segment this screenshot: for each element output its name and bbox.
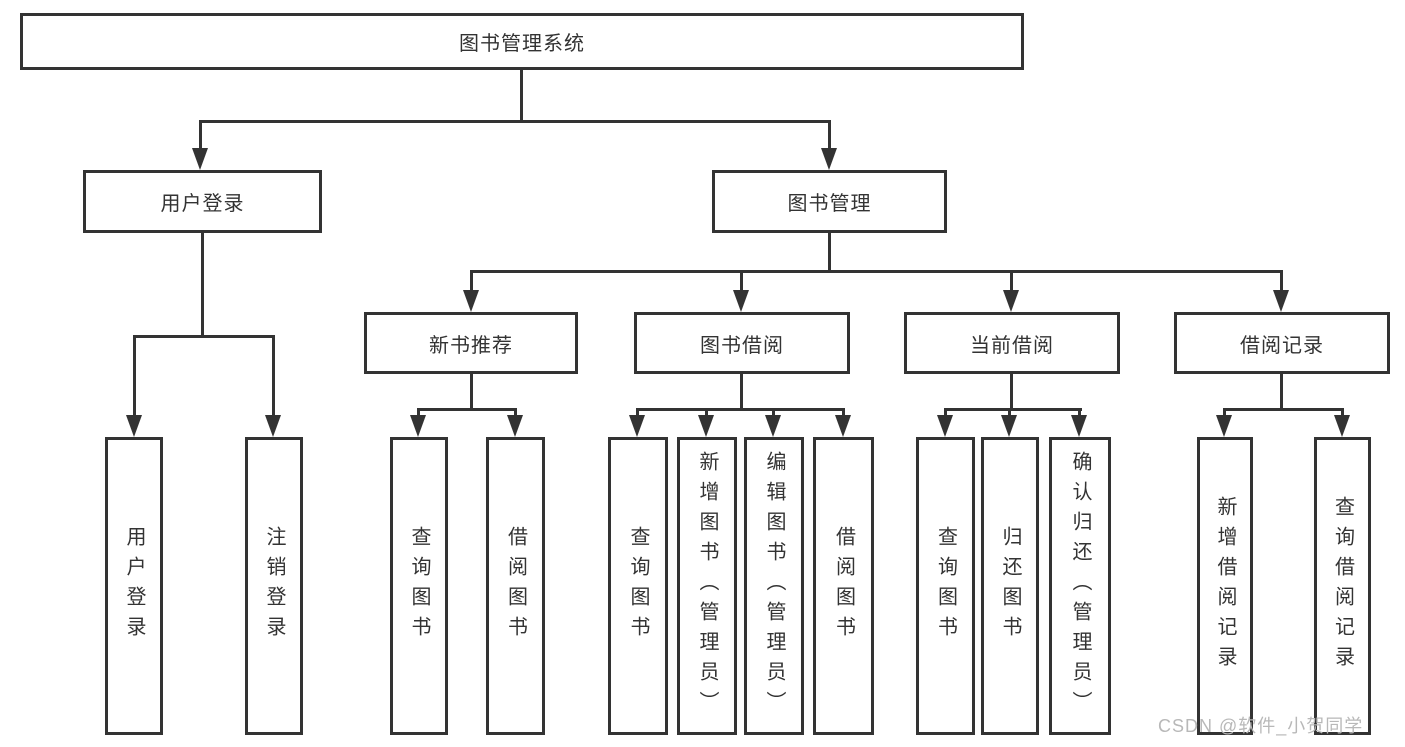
- connector-book-mgmt-bar-line: [470, 270, 1283, 273]
- node-book-management: 图书管理: [712, 170, 947, 233]
- connector-recommend-drop1-line: [417, 411, 420, 416]
- arrow-down-icon: [1216, 415, 1232, 437]
- connector-root-drop-right-line: [828, 123, 831, 150]
- connector-book-mgmt-drop1-line: [470, 273, 473, 290]
- node-label: 用户登录: [123, 526, 145, 646]
- node-new-book-recommendation: 新书推荐: [364, 312, 578, 374]
- node-library-management-system: 图书管理系统: [20, 13, 1024, 70]
- node-add-borrow-record: 新增借阅记录: [1197, 437, 1253, 735]
- arrow-down-icon: [1334, 415, 1350, 437]
- node-edit-books-admin: 编辑图书（管理员）: [744, 437, 804, 735]
- arrow-down-icon: [507, 415, 523, 437]
- connector-records-trunk-line: [1280, 374, 1283, 408]
- connector-borrowing-drop2-line: [705, 411, 708, 416]
- node-label: 新书推荐: [429, 334, 513, 357]
- connector-user-login-trunk-line: [201, 233, 204, 335]
- node-label: 当前借阅: [970, 334, 1054, 357]
- node-label: 借阅记录: [1240, 334, 1324, 357]
- node-query-borrow-record: 查询借阅记录: [1314, 437, 1371, 735]
- arrow-down-icon: [126, 415, 142, 437]
- connector-borrowing-drop1-line: [636, 411, 639, 416]
- node-borrowing-records: 借阅记录: [1174, 312, 1390, 374]
- arrow-down-icon: [265, 415, 281, 437]
- node-label: 查询借阅记录: [1331, 496, 1354, 676]
- arrow-down-icon: [1003, 290, 1019, 312]
- arrow-down-icon: [937, 415, 953, 437]
- connector-root-bar-line: [199, 120, 831, 123]
- node-label: 新增图书（管理员）: [696, 451, 718, 721]
- arrow-down-icon: [821, 148, 837, 170]
- connector-borrowing-trunk-line: [740, 374, 743, 408]
- connector-recommend-bar-line: [417, 408, 517, 411]
- connector-user-login-drop2-line: [272, 338, 275, 415]
- node-label: 注销登录: [263, 526, 285, 646]
- arrow-down-icon: [1071, 415, 1087, 437]
- connector-current-trunk-line: [1010, 374, 1013, 408]
- arrow-down-icon: [1273, 290, 1289, 312]
- node-label: 用户登录: [160, 193, 245, 215]
- arrow-down-icon: [698, 415, 714, 437]
- connector-root-trunk-line: [520, 70, 523, 123]
- node-label: 新增借阅记录: [1214, 496, 1236, 676]
- arrow-down-icon: [835, 415, 851, 437]
- arrow-down-icon: [733, 290, 749, 312]
- arrow-down-icon: [629, 415, 645, 437]
- arrow-down-icon: [463, 290, 479, 312]
- connector-current-bar-line: [944, 408, 1082, 411]
- arrow-down-icon: [1001, 415, 1017, 437]
- node-book-borrowing: 图书借阅: [634, 312, 850, 374]
- node-label: 图书管理: [787, 193, 872, 215]
- node-label: 确认归还（管理员）: [1069, 451, 1091, 721]
- connector-user-login-drop1-line: [133, 338, 136, 415]
- connector-recommend-trunk-line: [470, 374, 473, 408]
- node-user-login-leaf: 用户登录: [105, 437, 163, 735]
- arrow-down-icon: [410, 415, 426, 437]
- connector-book-mgmt-drop4-line: [1280, 273, 1283, 290]
- arrow-down-icon: [192, 148, 208, 170]
- connector-records-drop2-line: [1341, 411, 1344, 416]
- node-query-books-borrowing: 查询图书: [608, 437, 668, 735]
- node-label: 图书管理系统: [459, 33, 585, 55]
- connector-current-drop3-line: [1078, 411, 1081, 416]
- node-label: 查询图书: [408, 526, 430, 646]
- arrow-down-icon: [765, 415, 781, 437]
- node-query-books-current: 查询图书: [916, 437, 975, 735]
- connector-records-bar-line: [1223, 408, 1344, 411]
- connector-book-mgmt-drop3-line: [1010, 273, 1013, 290]
- node-label: 编辑图书（管理员）: [763, 451, 785, 721]
- node-label: 查询图书: [627, 526, 649, 646]
- node-label: 借阅图书: [832, 526, 855, 646]
- node-label: 图书借阅: [700, 334, 784, 357]
- node-return-books: 归还图书: [981, 437, 1039, 735]
- node-label: 查询图书: [934, 526, 957, 646]
- connector-records-drop1-line: [1223, 411, 1226, 416]
- node-borrow-books-borrowing: 借阅图书: [813, 437, 874, 735]
- node-logout: 注销登录: [245, 437, 303, 735]
- node-add-books-admin: 新增图书（管理员）: [677, 437, 737, 735]
- connector-book-mgmt-trunk-line: [828, 233, 831, 270]
- node-label: 归还图书: [999, 526, 1021, 646]
- node-current-borrowing: 当前借阅: [904, 312, 1120, 374]
- node-borrow-books-recommend: 借阅图书: [486, 437, 545, 735]
- connector-borrowing-drop4-line: [842, 411, 845, 416]
- connector-book-mgmt-drop2-line: [740, 273, 743, 290]
- node-query-books-recommend: 查询图书: [390, 437, 448, 735]
- node-confirm-return-admin: 确认归还（管理员）: [1049, 437, 1111, 735]
- csdn-watermark: CSDN @软件_小贺同学: [1158, 716, 1364, 736]
- connector-borrowing-drop3-line: [772, 411, 775, 416]
- node-label: 借阅图书: [504, 526, 527, 646]
- connector-current-drop1-line: [944, 411, 947, 416]
- node-user-login: 用户登录: [83, 170, 322, 233]
- connector-current-drop2-line: [1008, 411, 1011, 416]
- connector-root-drop-left-line: [199, 123, 202, 150]
- connector-borrowing-bar-line: [636, 408, 845, 411]
- connector-recommend-drop2-line: [514, 411, 517, 416]
- connector-user-login-bar-line: [133, 335, 275, 338]
